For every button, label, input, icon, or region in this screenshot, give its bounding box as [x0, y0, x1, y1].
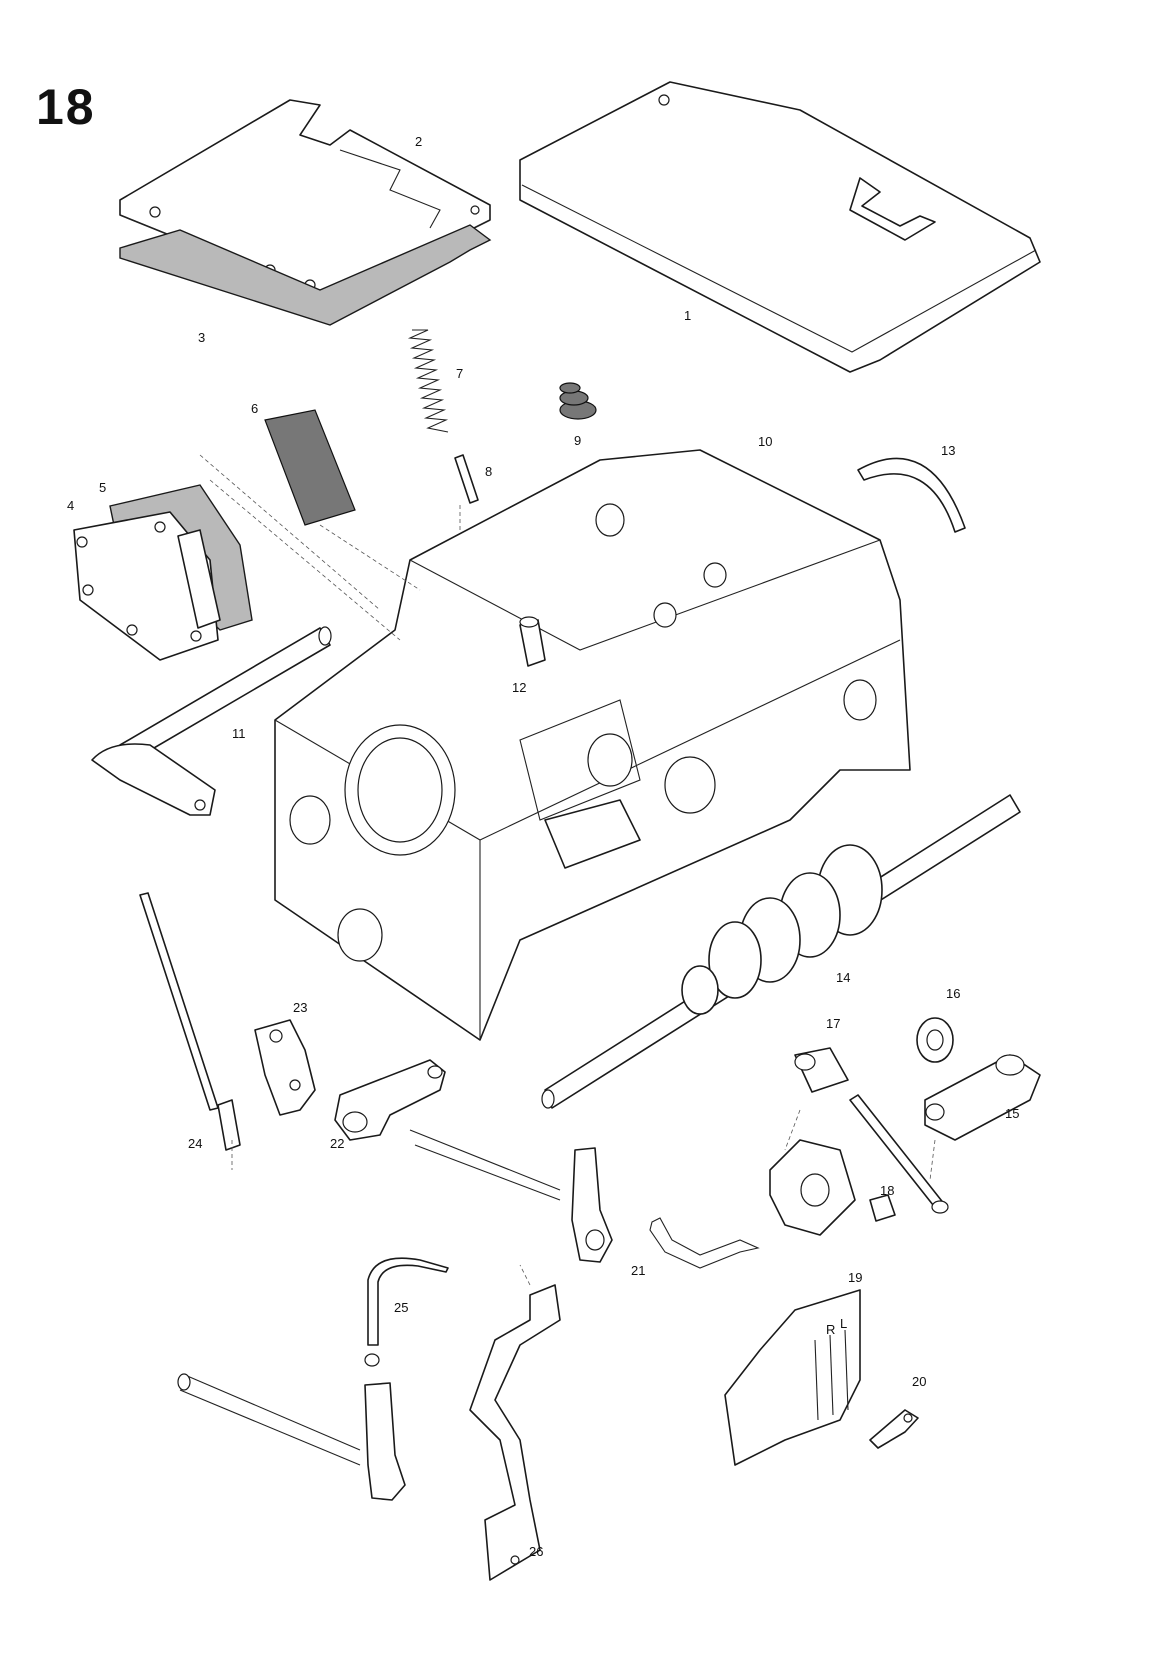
callout-16: 16 — [946, 986, 960, 1001]
callout-20: 20 — [912, 1374, 926, 1389]
callout-11: 11 — [232, 726, 246, 741]
part-13-curved-strip — [857, 457, 966, 533]
part-15-lever — [924, 1054, 1041, 1141]
part-4-side-cover — [73, 511, 221, 661]
callout-9: 9 — [574, 433, 581, 448]
callout-3: 3 — [198, 330, 205, 345]
part-24-stud — [217, 1099, 241, 1151]
part-21-detent-plate — [649, 1217, 760, 1269]
part-selector-rod — [849, 1094, 949, 1214]
callout-10: 10 — [758, 434, 772, 449]
callout-4: 4 — [67, 498, 74, 513]
plate-marking-r: R — [826, 1322, 835, 1337]
callout-19: 19 — [848, 1270, 862, 1285]
callout-15: 15 — [1005, 1106, 1019, 1121]
part-22-lever — [334, 1059, 446, 1141]
part-20-clip — [869, 1409, 919, 1449]
callout-18: 18 — [880, 1183, 894, 1198]
part-25-hook-wire — [367, 1257, 449, 1346]
callout-2: 2 — [415, 134, 422, 149]
part-11-shaft-lever — [91, 626, 332, 816]
callout-7: 7 — [456, 366, 463, 381]
callout-22: 22 — [330, 1136, 344, 1151]
callout-13: 13 — [941, 443, 955, 458]
part-shift-fork-lower — [177, 1353, 406, 1501]
part-19-selector-plate: R L — [724, 1289, 861, 1466]
callout-6: 6 — [251, 401, 258, 416]
part-16-washer — [916, 1017, 954, 1063]
callout-labels: 1 2 3 4 5 6 7 8 9 10 11 12 13 14 15 16 1… — [67, 134, 1019, 1559]
figure-number: 18 — [36, 79, 96, 135]
part-17-collar — [794, 1047, 849, 1093]
callout-14: 14 — [836, 970, 850, 985]
part-23-bracket — [254, 1019, 316, 1116]
callout-25: 25 — [394, 1300, 408, 1315]
leader-lines — [199, 454, 936, 1286]
callout-12: 12 — [512, 680, 526, 695]
part-26-bent-bracket — [469, 1284, 561, 1581]
part-9-spring-small — [559, 382, 597, 420]
part-8-pin — [454, 454, 479, 504]
part-10-main-housing — [274, 449, 911, 1041]
part-14-camshaft — [541, 794, 1021, 1109]
part-long-rod — [139, 892, 219, 1111]
callout-26: 26 — [529, 1544, 543, 1559]
part-3-gasket — [119, 224, 492, 326]
part-12-bushing — [519, 616, 546, 667]
part-selector-housing — [769, 1139, 856, 1236]
plate-marking-l: L — [840, 1316, 847, 1331]
callout-8: 8 — [485, 464, 492, 479]
part-18-bushing — [869, 1194, 896, 1222]
callout-17: 17 — [826, 1016, 840, 1031]
part-6-filter-pad — [264, 409, 356, 526]
part-1-cover-plate — [519, 81, 1041, 373]
part-shift-arm — [409, 1129, 613, 1263]
callout-1: 1 — [684, 308, 691, 323]
callout-5: 5 — [99, 480, 106, 495]
part-7-spring — [407, 329, 449, 433]
callout-24: 24 — [188, 1136, 202, 1151]
callout-23: 23 — [293, 1000, 307, 1015]
callout-21: 21 — [631, 1263, 645, 1278]
